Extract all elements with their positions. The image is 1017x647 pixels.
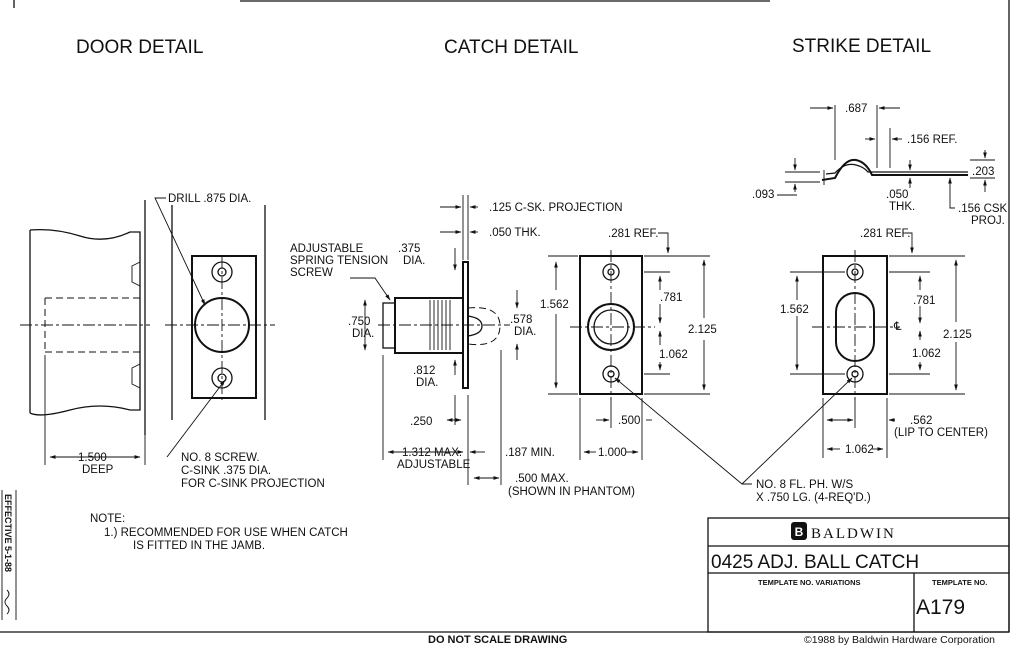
label-catch-h1562: 1.562 [540,299,569,311]
door-detail-view [20,197,275,465]
label-csk156-sub: PROJ. [971,215,1005,227]
screw-leader-lines [614,377,853,485]
label-screw-1: NO. 8 SCREW. [181,452,260,464]
label-thk: .050 THK. [489,227,541,239]
stamp-effective: EFFECTIVE 5-1-88 [3,494,13,572]
label-screw-3: FOR C-SINK PROJECTION [181,478,325,490]
title-block [707,517,1010,633]
label-catch-h781: .781 [660,292,682,304]
label-w687: .687 [845,103,867,115]
baldwin-logo-icon [791,522,807,540]
label-strike-screw-1: NO. 8 FL. PH. W/S [756,479,853,491]
product-title: 0425 ADJ. BALL CATCH [711,552,919,573]
heading-strike-detail: STRIKE DETAIL [792,36,931,57]
label-d375: .375 [398,243,420,255]
label-strike-screw-2: X .750 LG. (4-REQ'D.) [756,492,871,504]
label-max1312: 1.312 MAX. [402,447,462,459]
label-lip562: .562 [910,415,932,427]
label-csk-projection: .125 C-SK. PROJECTION [489,202,623,214]
label-screw-2: C-SINK .375 DIA. [181,465,271,477]
label-catch-w500: .500 [618,415,640,427]
brand-name: BALDWIN [811,526,896,542]
label-strike-h1562: 1.562 [780,304,809,316]
label-d750: .750 [348,316,370,328]
heading-door-detail: DOOR DETAIL [76,37,203,58]
template-number: A179 [916,596,965,619]
brand-mark: B [795,525,804,539]
label-drill: DRILL .875 DIA. [168,193,251,205]
label-thk050-sub: THK. [889,201,915,213]
label-strike-ref281: .281 REF. [860,228,911,240]
label-catch-w1000: 1.000 [598,447,627,459]
label-d203: .203 [972,166,994,178]
label-min187: .187 MIN. [505,447,555,459]
label-depth: 1.500 [78,452,107,464]
label-csk156: .156 CSK [958,203,1008,215]
template-label: TEMPLATE NO. [932,578,987,587]
footer-copyright: ©1988 by Baldwin Hardware Corporation [804,634,995,646]
footer-warning: DO NOT SCALE DRAWING [428,634,567,646]
catch-face-plate [548,232,710,460]
label-depth-sub: DEEP [82,464,114,476]
label-max500-sub: (SHOWN IN PHANTOM) [508,486,635,498]
label-d375-sub: DIA. [403,255,425,267]
label-max1312-sub: ADJUSTABLE [397,459,471,471]
label-ref156: .156 REF. [907,134,958,146]
label-max500: .500 MAX. [515,473,569,485]
label-catch-h2125: 2.125 [688,324,717,336]
note-title: NOTE: [90,513,125,525]
label-d578-sub: DIA. [514,326,536,338]
label-catch-h1062: 1.062 [659,349,688,361]
label-thk050: .050 [886,189,908,201]
label-catch-ref281: .281 REF. [608,228,659,240]
label-strike-h2125: 2.125 [943,329,972,341]
note-line-1: 1.) RECOMMENDED FOR USE WHEN CATCH [104,527,348,539]
label-screw: SCREW [290,267,333,279]
label-lip562-sub: (LIP TO CENTER) [894,427,988,439]
catch-side-view [350,195,519,485]
heading-catch-detail: CATCH DETAIL [444,37,578,58]
label-centerline: ℄ [893,321,902,333]
label-d093: .093 [752,189,774,201]
label-adjustable: ADJUSTABLE [290,243,364,255]
label-d812-sub: DIA. [416,377,438,389]
label-spring-tension: SPRING TENSION [290,255,388,267]
strike-face-plate [790,232,965,458]
variations-label: TEMPLATE NO. VARIATIONS [758,578,861,587]
label-strike-w1062: 1.062 [845,444,874,456]
side-stamp: EFFECTIVE 5-1-88 [1,490,17,620]
label-d578: .578 [510,314,532,326]
label-d812: .812 [413,365,435,377]
label-d750-sub: DIA. [352,328,374,340]
label-d250: .250 [410,416,432,428]
label-strike-h781: .781 [913,295,935,307]
label-strike-h1062: 1.062 [912,348,941,360]
note-line-2: IS FITTED IN THE JAMB. [133,540,265,552]
strike-profile-view [777,105,995,209]
